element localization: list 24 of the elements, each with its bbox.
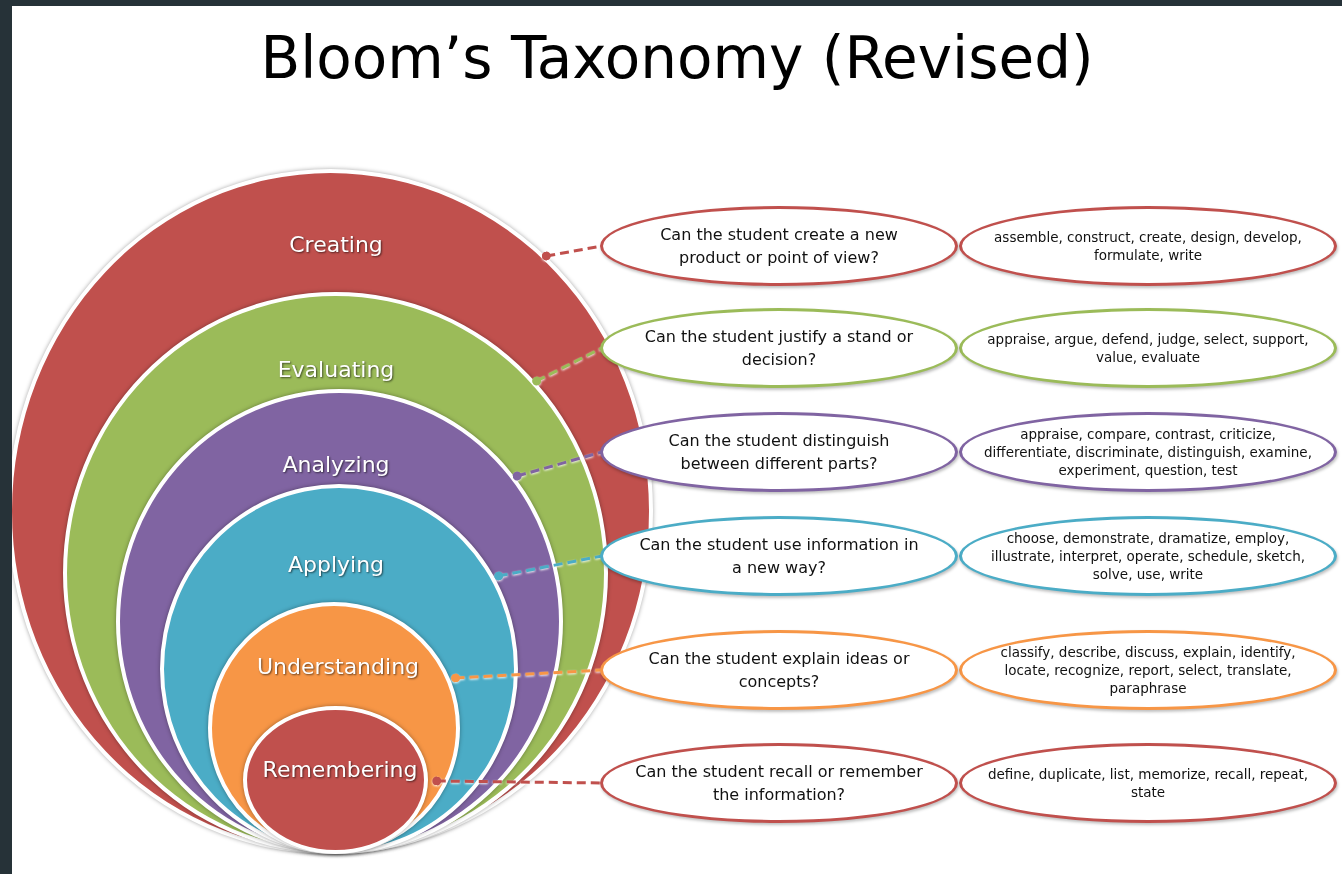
leader-line <box>451 668 603 683</box>
title: Bloom’s Taxonomy (Revised) <box>259 24 1095 92</box>
verbs-box: classify, describe, discuss, explain, identify, locate, recognize, report, select, translate, paraphrase <box>959 630 1337 710</box>
level-label: Analyzing <box>282 451 390 477</box>
leader-line <box>512 450 603 481</box>
question-box: Can the student explain ideas or concepts? <box>600 630 958 710</box>
level-label: Evaluating <box>277 356 395 382</box>
verbs-box: define, duplicate, list, memorize, recall, repeat, state <box>959 743 1337 823</box>
level-label: Remembering <box>262 756 418 782</box>
leader-line <box>494 554 603 581</box>
verbs-box: appraise, compare, contrast, criticize, differentiate, discriminate, distinguish, examine, experiment, question, test <box>959 412 1337 492</box>
verbs-box: choose, demonstrate, dramatize, employ, illustrate, interpret, operate, schedule, sketch, solve, use, write <box>959 516 1337 596</box>
question-box: Can the student create a new product or point of view? <box>600 206 958 286</box>
verbs-box: appraise, argue, defend, judge, select, support, value, evaluate <box>959 308 1337 388</box>
question-box: Can the student justify a stand or decision? <box>600 308 958 388</box>
leader-line <box>432 776 603 786</box>
level-label: Creating <box>289 231 383 257</box>
question-box: Can the student recall or remember the information? <box>600 743 958 823</box>
verbs-box: assemble, construct, create, design, develop, formulate, write <box>959 206 1337 286</box>
question-box: Can the student use information in a new way? <box>600 516 958 596</box>
level-label: Understanding <box>256 653 420 679</box>
level-label: Applying <box>287 551 385 577</box>
question-box: Can the student distinguish between different parts? <box>600 412 958 492</box>
leader-line <box>532 346 603 386</box>
